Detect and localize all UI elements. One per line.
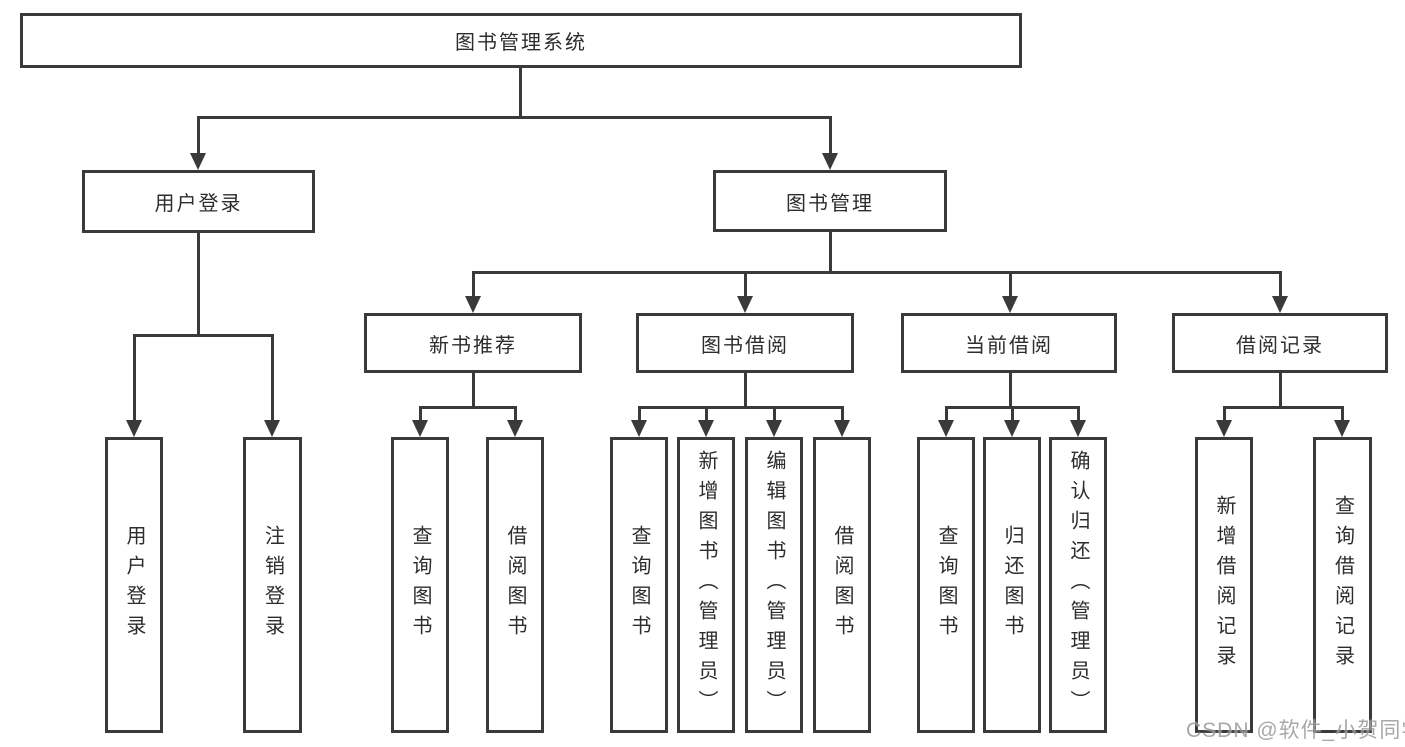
connector-branch [1223, 406, 1342, 409]
arrowhead-down [1334, 420, 1350, 437]
connector-stub [1223, 406, 1226, 421]
connector-branch [638, 406, 842, 409]
connector-stub [1279, 271, 1282, 297]
leaf-query-books-recommend: 查询图书 [391, 437, 449, 733]
leaf-borrow-books-borrow-label: 借阅图书 [831, 525, 853, 645]
node-current-borrowing: 当前借阅 [901, 313, 1117, 373]
arrowhead-down [412, 420, 428, 437]
connector-root-stem [519, 68, 522, 117]
connector-book-mgmt-stem [829, 231, 832, 272]
connector-stub [705, 406, 708, 421]
arrowhead-down [1070, 420, 1086, 437]
connector-stub [829, 116, 832, 154]
arrowhead-down [834, 420, 850, 437]
leaf-logout: 注销登录 [243, 437, 302, 733]
leaf-add-book-admin: 新增图书（管理员） [677, 437, 735, 733]
arrowhead-down [766, 420, 782, 437]
leaf-confirm-return-admin-label: 确认归还（管理员） [1067, 450, 1089, 720]
arrowhead-down [465, 296, 481, 313]
leaf-user-login: 用户登录 [105, 437, 163, 733]
csdn-watermark: CSDN @软件_小贺同学 [1186, 719, 1405, 742]
connector-stem [1009, 372, 1012, 408]
leaf-borrow-books-borrow: 借阅图书 [813, 437, 871, 733]
leaf-edit-book-admin: 编辑图书（管理员） [745, 437, 803, 733]
leaf-query-borrow-record: 查询借阅记录 [1313, 437, 1372, 733]
node-current-borrowing-label: 当前借阅 [965, 334, 1053, 357]
node-book-management-label: 图书管理 [786, 192, 874, 215]
connector-user-login-stem [197, 231, 200, 335]
leaf-add-book-admin-label: 新增图书（管理员） [695, 450, 717, 720]
leaf-query-books-current: 查询图书 [917, 437, 975, 733]
leaf-query-borrow-record-label: 查询借阅记录 [1331, 495, 1354, 675]
node-borrowing-records-label: 借阅记录 [1236, 334, 1324, 357]
connector-stub [514, 406, 517, 421]
arrowhead-down [938, 420, 954, 437]
node-book-management: 图书管理 [713, 170, 947, 232]
connector-level2-branch [197, 116, 831, 119]
connector-branch [419, 406, 516, 409]
leaf-user-login-label: 用户登录 [123, 525, 145, 645]
arrowhead-down [264, 420, 280, 437]
connector-stub [841, 406, 844, 421]
arrowhead-down [126, 420, 142, 437]
connector-stub [638, 406, 641, 421]
connector-stub [271, 334, 274, 421]
arrowhead-down [1004, 420, 1020, 437]
node-user-login: 用户登录 [82, 170, 315, 233]
leaf-edit-book-admin-label: 编辑图书（管理员） [763, 450, 785, 720]
node-new-book-recommend-label: 新书推荐 [429, 334, 517, 357]
leaf-confirm-return-admin: 确认归还（管理员） [1049, 437, 1107, 733]
arrowhead-down [822, 153, 838, 170]
arrowhead-down [507, 420, 523, 437]
leaf-return-book: 归还图书 [983, 437, 1041, 733]
node-borrowing-records: 借阅记录 [1172, 313, 1388, 373]
connector-user-login-branch [133, 334, 273, 337]
leaf-borrow-books-recommend: 借阅图书 [486, 437, 544, 733]
leaf-logout-label: 注销登录 [261, 525, 284, 645]
arrowhead-down [190, 153, 206, 170]
connector-stub [744, 271, 747, 297]
arrowhead-down [1002, 296, 1018, 313]
arrowhead-down [698, 420, 714, 437]
connector-stem [744, 372, 747, 408]
connector-stub [1009, 271, 1012, 297]
connector-stub [1341, 406, 1344, 421]
arrowhead-down [1216, 420, 1232, 437]
connector-stub [472, 271, 475, 297]
connector-level3-branch [472, 271, 1280, 274]
node-book-borrowing-label: 图书借阅 [701, 334, 789, 357]
connector-stem [472, 372, 475, 408]
node-book-borrowing: 图书借阅 [636, 313, 854, 373]
connector-stub [1077, 406, 1080, 421]
connector-stem [1279, 372, 1282, 408]
node-root-label: 图书管理系统 [455, 32, 587, 54]
leaf-query-books-recommend-label: 查询图书 [409, 525, 431, 645]
arrowhead-down [631, 420, 647, 437]
leaf-add-borrow-record-label: 新增借阅记录 [1213, 495, 1235, 675]
connector-stub [197, 116, 200, 154]
node-new-book-recommend: 新书推荐 [364, 313, 582, 373]
leaf-query-books-borrow-label: 查询图书 [628, 525, 650, 645]
arrowhead-down [737, 296, 753, 313]
arrowhead-down [1272, 296, 1288, 313]
leaf-query-books-borrow: 查询图书 [610, 437, 668, 733]
connector-stub [419, 406, 422, 421]
leaf-add-borrow-record: 新增借阅记录 [1195, 437, 1253, 733]
connector-stub [945, 406, 948, 421]
connector-stub [773, 406, 776, 421]
node-user-login-label: 用户登录 [154, 193, 243, 215]
leaf-query-books-current-label: 查询图书 [935, 525, 957, 645]
leaf-return-book-label: 归还图书 [1001, 525, 1023, 645]
leaf-borrow-books-recommend-label: 借阅图书 [504, 525, 526, 645]
connector-stub [1011, 406, 1014, 421]
connector-stub [133, 334, 136, 421]
node-root: 图书管理系统 [20, 13, 1022, 68]
